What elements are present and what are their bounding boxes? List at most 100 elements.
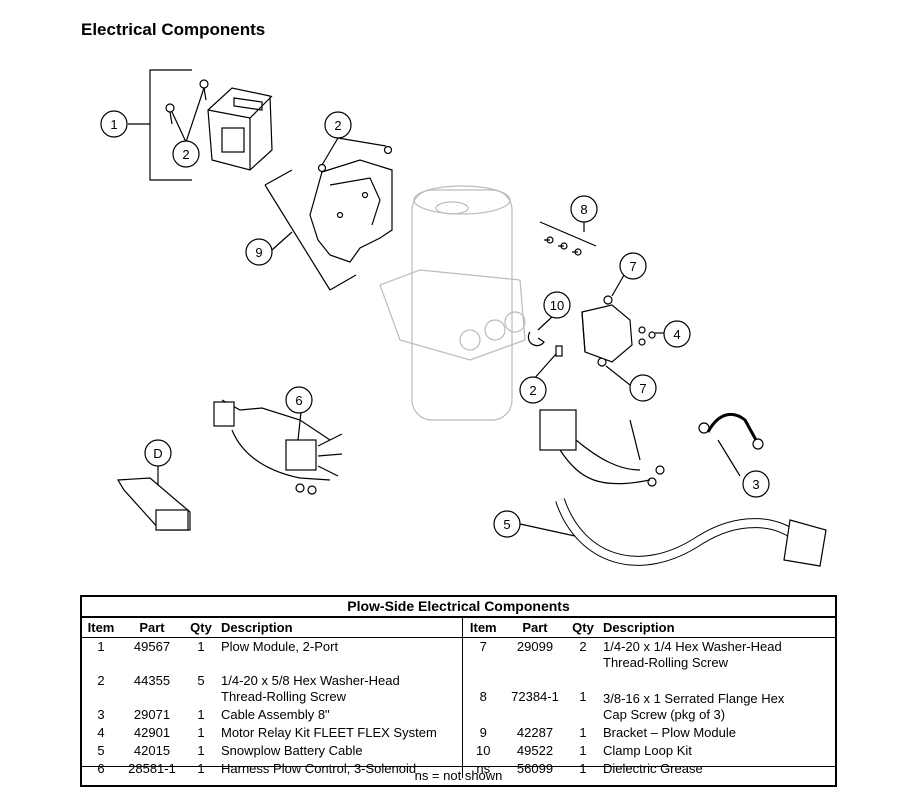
cell-part: 29071 [133, 707, 171, 722]
table-row: 4 42901 1 Motor Relay Kit FLEET FLEX Sys… [82, 724, 835, 742]
table-row: 3 29071 1 Cable Assembly 8" [82, 706, 835, 724]
control-harness-part [213, 399, 343, 495]
callout-4 [663, 320, 691, 348]
callout-label: 2 [334, 118, 341, 133]
callout-d [144, 439, 172, 467]
cell-item: 5 [97, 743, 105, 758]
callout-8 [570, 195, 598, 223]
cell-item: 3 [97, 707, 105, 722]
page-title: Electrical Components [81, 20, 266, 39]
cell-item: 4 [97, 725, 105, 740]
callout-label: 10 [550, 298, 564, 313]
header-qty: Qty [184, 618, 218, 638]
header-part: Part [504, 618, 566, 638]
table-row: 1 49567 1 Plow Module, 2-Port 7 29099 2 … [82, 637, 835, 673]
desc-line: 3/8-16 x 1 Serrated Flange Hex [603, 691, 785, 706]
cell-part: 42901 [133, 725, 171, 740]
empty-cell [461, 706, 504, 724]
cell-description: Clamp Loop Kit [603, 743, 692, 758]
callout-label: 7 [639, 381, 646, 396]
callout-label: 2 [182, 147, 189, 162]
callout-2a [172, 140, 200, 168]
cell-part: 42015 [133, 743, 171, 758]
desc-line: Thread-Rolling Screw [603, 655, 728, 670]
callout-7b [629, 374, 657, 402]
callout-3 [742, 470, 770, 498]
desc-line: Cap Screw (pkg of 3) [603, 707, 726, 722]
cell-part: 56099 [516, 761, 554, 776]
motor-relay-part [581, 304, 656, 363]
callout-label: 1 [110, 117, 117, 132]
table-footnote: ns = not shown [82, 766, 835, 785]
cell-qty: 1 [579, 743, 587, 758]
table-row: 6 28581-1 1 Harness Plow Control, 3-Sole… [82, 760, 835, 778]
exploded-view-diagram: 1 2 2 9 8 7 10 4 2 7 6 D 3 5 [100, 69, 827, 567]
header-description: Description [218, 618, 462, 638]
cell-item: 7 [461, 637, 504, 672]
header-item: Item [461, 618, 504, 638]
callout-label: 6 [295, 393, 302, 408]
header-description: Description [600, 618, 835, 638]
callout-9 [245, 238, 273, 266]
cell-item: 10 [461, 742, 504, 760]
cell-description: Dielectric Grease [603, 761, 703, 776]
callout-7a [619, 252, 647, 280]
cell-part: 49567 [133, 639, 171, 654]
cell-description: Motor Relay Kit FLEET FLEX System [221, 725, 437, 740]
empty-cell [504, 706, 566, 724]
table-row: 5 42015 1 Snowplow Battery Cable 10 4952… [82, 742, 835, 760]
cell-part: 42287 [516, 725, 554, 740]
desc-line: Thread-Rolling Screw [221, 689, 346, 704]
cell-item: 2 [97, 673, 105, 688]
desc-line: 1/4-20 x 5/8 Hex Washer-Head [221, 673, 400, 688]
header-qty: Qty [566, 618, 600, 638]
callout-label: 9 [255, 245, 262, 260]
callout-label: 7 [629, 259, 636, 274]
parts-table: Plow-Side Electrical Components Item Par… [80, 595, 837, 787]
cell-description: Cable Assembly 8" [221, 707, 330, 722]
cell-description: Plow Module, 2-Port [221, 639, 339, 654]
cell-qty: 1 [579, 689, 587, 704]
cell-item: 1 [97, 639, 105, 654]
cell-part: 44355 [133, 673, 171, 688]
callout-label: 4 [673, 327, 680, 342]
header-item: Item [82, 618, 120, 638]
callout-1 [100, 110, 128, 138]
cell-item: 8 [461, 672, 504, 706]
callout-label: 2 [529, 383, 536, 398]
cell-item: 9 [461, 724, 504, 742]
module-bracket-part [309, 159, 393, 263]
header-part: Part [120, 618, 184, 638]
table-title: Plow-Side Electrical Components [82, 597, 835, 618]
cell-part: 28581-1 [128, 761, 176, 776]
cell-qty: 1 [197, 725, 205, 740]
battery-cable-part [539, 409, 827, 567]
callout-10 [543, 291, 571, 319]
cell-qty: 1 [197, 743, 205, 758]
callout-label: D [153, 446, 162, 461]
cell-qty: 1 [197, 639, 205, 654]
cell-qty: 2 [579, 639, 587, 654]
cell-item: 6 [97, 761, 105, 776]
cell-qty: 1 [197, 761, 205, 776]
desc-line: 1/4-20 x 1/4 Hex Washer-Head [603, 639, 782, 654]
callout-5 [493, 510, 521, 538]
cell-qty: 1 [579, 761, 587, 776]
callout-label: 5 [503, 517, 510, 532]
cell-description: Harness Plow Control, 3-Solenoid [221, 761, 417, 776]
pump-motor-ghost [379, 185, 526, 421]
callout-label: 3 [752, 477, 759, 492]
plow-module-part [207, 87, 273, 171]
callout-2c [519, 376, 547, 404]
cell-qty: 1 [197, 707, 205, 722]
cell-qty: 1 [579, 725, 587, 740]
table-header-row: Item Part Qty Description Item Part Qty … [82, 618, 835, 638]
empty-cell [566, 706, 600, 724]
cell-description: Bracket – Plow Module [603, 725, 736, 740]
cell-part: 72384-1 [511, 689, 559, 704]
cell-part: 29099 [516, 639, 554, 654]
